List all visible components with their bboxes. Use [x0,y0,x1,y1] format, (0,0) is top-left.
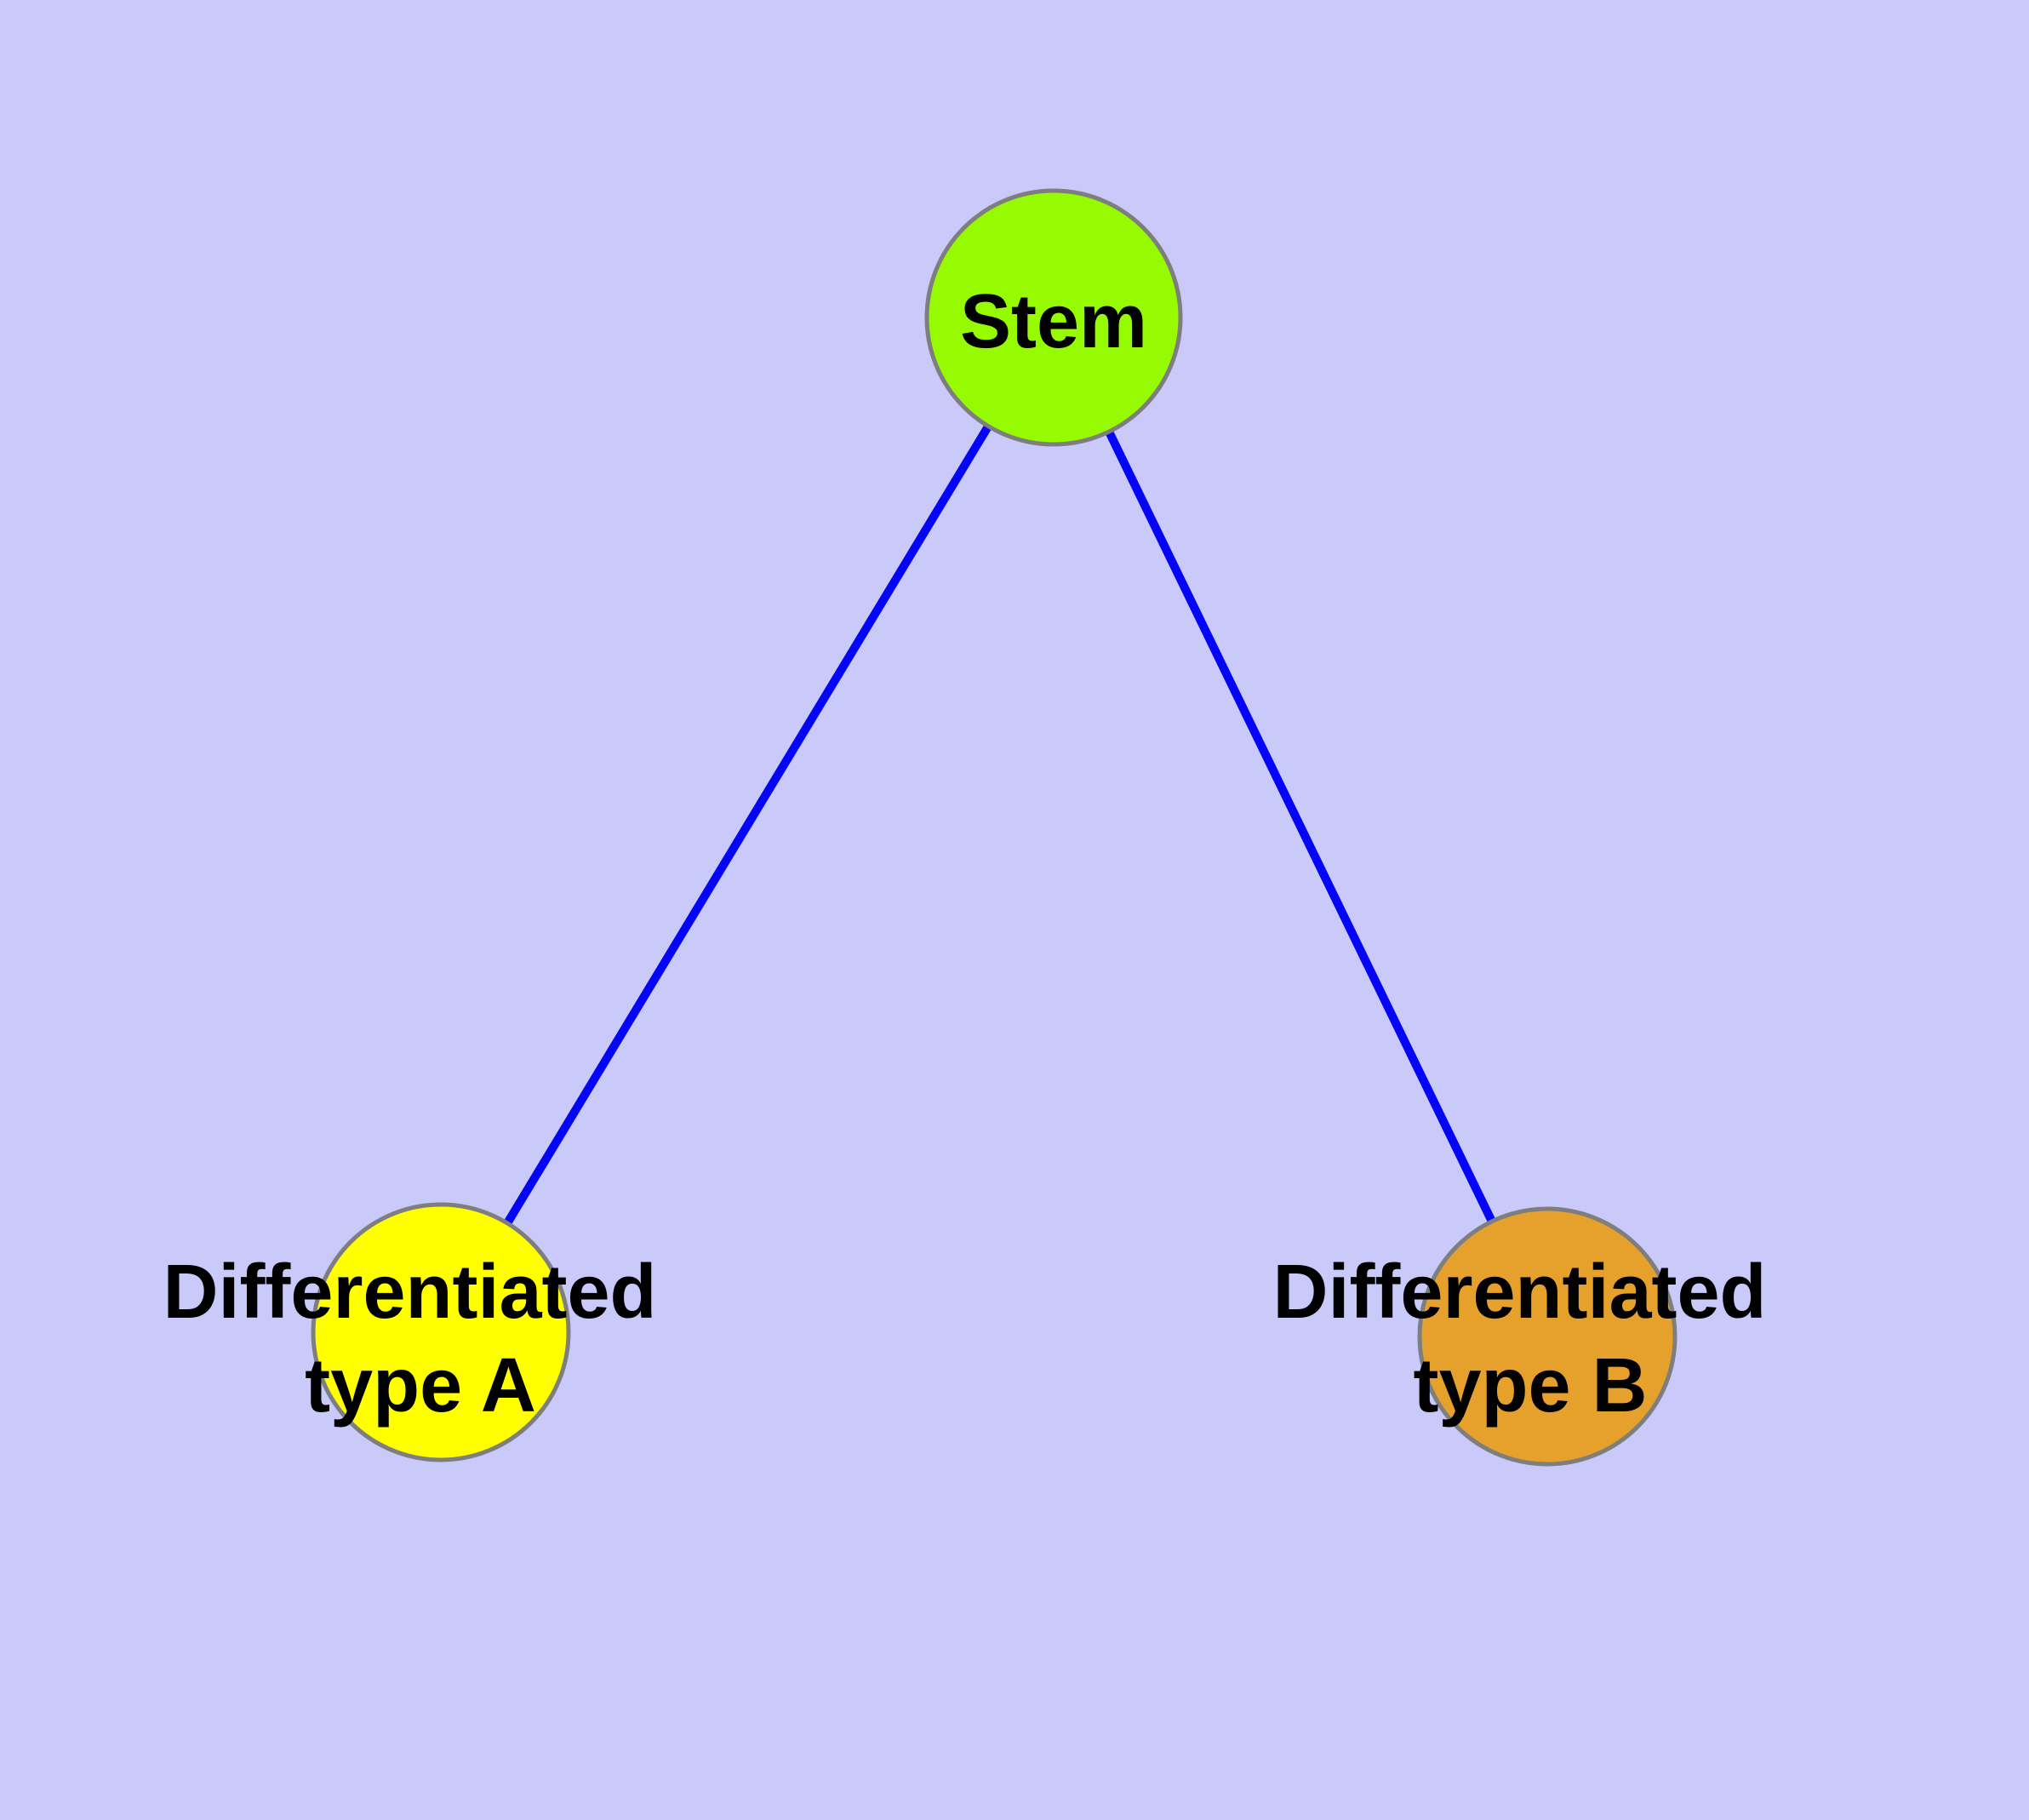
edge-stem-to-type-b [1105,429,1496,1224]
node-differentiated-type-b-label-line-2: type B [1413,1343,1647,1428]
node-differentiated-type-a-label-line-2: type A [305,1343,536,1428]
node-differentiated-type-a-label: Differentiated type A [163,1250,677,1428]
node-stem-label-line-1: Stem [960,279,1147,364]
node-differentiated-type-b-label: Differentiated type B [1272,1250,1787,1428]
edge-stem-to-type-a [503,424,992,1226]
node-stem-label: Stem [960,279,1147,364]
node-stem [924,188,1183,447]
node-differentiated-type-b [1417,1206,1677,1467]
node-differentiated-type-a [311,1202,571,1462]
node-differentiated-type-b-label-line-1: Differentiated [1272,1250,1766,1335]
node-differentiated-type-a-label-line-1: Differentiated [163,1250,656,1335]
